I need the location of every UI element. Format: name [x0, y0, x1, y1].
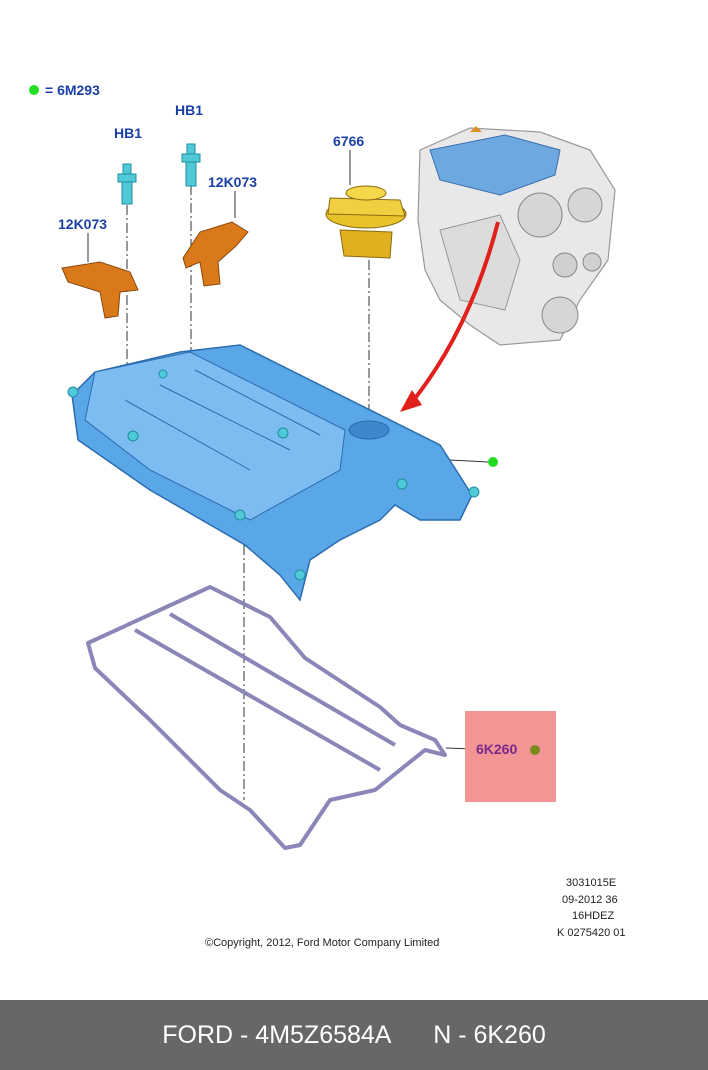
bolt-right-icon — [181, 143, 201, 187]
footer-spacer — [392, 1021, 434, 1050]
meta-line-4: K 0275420 01 — [557, 927, 626, 939]
exploded-parts-diagram — [29, 85, 616, 850]
footer-bar: FORD - 4M5Z6584A N - 6K260 — [0, 1000, 708, 1070]
label-oil-cap: 6766 — [333, 133, 365, 149]
meta-line-2: 09-2012 36 — [562, 894, 618, 906]
center-lines — [126, 185, 370, 800]
leader-lines — [87, 150, 489, 750]
footer-part-code: N - 6K260 — [433, 1020, 546, 1049]
valve-cover-icon — [67, 344, 480, 602]
label-hb1-right: HB1 — [175, 102, 204, 118]
label-hb1-left: HB1 — [114, 125, 143, 141]
meta-line-1: 3031015E — [566, 877, 617, 889]
highlight-box — [465, 711, 556, 802]
arrow-head-icon — [400, 390, 422, 412]
engine-illustration — [417, 126, 616, 346]
location-arrow — [410, 221, 500, 404]
legend-text: = 6M293 — [45, 82, 100, 98]
label-gasket: 6K260 — [476, 741, 518, 757]
gasket-dot-icon — [530, 745, 540, 755]
oil-cap-icon — [325, 185, 407, 259]
legend-dot-icon — [29, 85, 39, 95]
meta-line-3: 16HDEZ — [572, 910, 615, 922]
bolt-left-icon — [117, 163, 137, 205]
label-sensor-right: 12K073 — [208, 174, 258, 190]
sensor-right-icon — [182, 221, 249, 287]
label-sensor-left: 12K073 — [58, 216, 108, 232]
gasket-icon — [86, 585, 447, 850]
fastener-dot-icon — [488, 457, 498, 467]
sensor-left-icon — [61, 261, 139, 319]
footer-part-number: FORD - 4M5Z6584A — [162, 1020, 392, 1049]
copyright-text: ©Copyright, 2012, Ford Motor Company Lim… — [205, 937, 440, 949]
